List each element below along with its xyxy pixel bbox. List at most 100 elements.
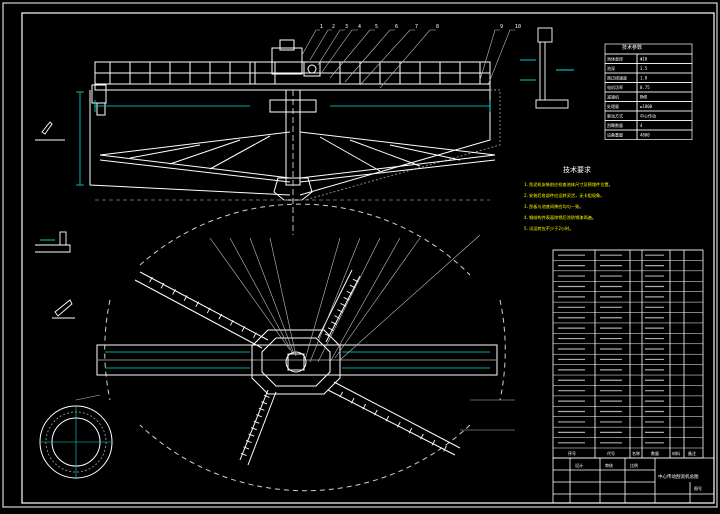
params-table-header <box>604 43 693 55</box>
technical-requirements: 技术要求 1.刮泥机安装前应检查池体尺寸及预埋件位置。 2.安装后各部件应运转灵… <box>524 165 613 232</box>
bridge-railing-posts <box>109 62 481 84</box>
tech-req-line-4: 4.钢结构件表面除锈后涂防锈漆两遍。 <box>524 214 596 221</box>
scraper-blade <box>408 427 413 434</box>
params-row-label: 池体直径 <box>607 56 623 62</box>
scraper-blade <box>183 295 188 301</box>
parts-list-rows <box>553 249 703 449</box>
scraper-blade <box>374 409 378 416</box>
title-block-designer: 设计 <box>575 462 583 468</box>
scraper-blade <box>195 301 199 308</box>
params-row-value: 4 <box>640 123 643 128</box>
params-row-value: 中心传动 <box>640 113 656 119</box>
tech-req-line-3: 3.刮板与池底间隙应均匀一致。 <box>524 203 583 210</box>
title-block-reviewer: 审核 <box>605 462 613 468</box>
scraper-blade <box>331 321 337 325</box>
scraper-blade <box>337 309 344 313</box>
inner-frame <box>21 12 715 504</box>
callout-numbers: 1 2 3 4 5 6 7 8 9 10 <box>320 24 521 30</box>
params-cell-value <box>636 120 693 131</box>
tech-req-title: 技术要求 <box>563 165 591 174</box>
scraper-blade <box>352 278 359 283</box>
parts-header-code: 代号 <box>607 450 615 456</box>
scraper-blade <box>324 333 331 338</box>
callout-9: 9 <box>500 24 503 30</box>
scraper-blade <box>340 303 347 307</box>
params-row-label: 刮臂数量 <box>607 122 623 128</box>
drive-unit <box>271 47 303 75</box>
scraper-arm-nw <box>134 271 269 349</box>
scraper-blade <box>339 391 343 398</box>
params-row-label: 设备重量 <box>607 132 623 138</box>
scraper-blade <box>349 284 356 289</box>
params-row-label: 驱动方式 <box>607 113 623 119</box>
outer-frame <box>2 2 718 508</box>
tech-req-line-1: 1.刮泥机安装前应检查池体尺寸及预埋件位置。 <box>524 181 613 188</box>
parts-header-material: 材料 <box>672 450 680 456</box>
params-table-title: 技术参数 <box>622 44 642 51</box>
plan-leaders <box>209 234 515 431</box>
scraper-blade <box>253 332 257 339</box>
params-row-label: 电机功率 <box>607 84 623 90</box>
wall-section-detail <box>520 27 574 109</box>
scraper-blade <box>218 313 223 320</box>
elevation-leaders <box>301 29 515 89</box>
params-row-value: BWD <box>640 95 648 100</box>
scraper-blade <box>172 289 176 295</box>
scraper-blade <box>334 315 340 319</box>
elevation-dimensions <box>76 91 491 201</box>
scraper-blade <box>250 427 257 431</box>
parts-header-no: 序号 <box>568 450 576 456</box>
params-row-value: 1.8 <box>640 76 648 81</box>
drawing-title: 中心传动刮泥机总图 <box>658 473 699 480</box>
callout-7: 7 <box>415 24 418 30</box>
scraper-blade <box>420 433 424 440</box>
callout-4: 4 <box>358 24 361 30</box>
scraper-arm-sw <box>239 389 277 466</box>
params-row-label: 周边线速度 <box>607 75 627 81</box>
scraper-blade <box>343 296 350 301</box>
scraper-blade <box>149 276 153 283</box>
params-row-value: ≥1800 <box>640 104 653 109</box>
scraper-blade <box>327 327 334 331</box>
plan-view <box>96 203 506 492</box>
scraper-blade <box>241 326 246 332</box>
scraper-blade <box>443 445 447 452</box>
title-block-drawing-no: 图号 <box>694 485 702 491</box>
callout-3: 3 <box>345 24 348 30</box>
scraper-blade <box>397 421 401 428</box>
params-row-label: 处理量 <box>607 103 619 109</box>
scraper-blade <box>431 439 436 446</box>
plan-dimensions <box>105 351 490 369</box>
scraper-blade <box>229 319 234 326</box>
scraper-blade <box>261 401 268 405</box>
callout-5: 5 <box>375 24 378 30</box>
params-row-label: 减速机 <box>607 94 619 100</box>
tech-req-line-5: 5.试运转应不少于2小时。 <box>524 225 573 232</box>
scraper-arms-elevation <box>99 131 496 183</box>
callout-10: 10 <box>515 24 521 30</box>
scraper-blade <box>248 433 255 437</box>
scraper-blades <box>149 276 447 456</box>
scraper-blade <box>362 403 367 410</box>
scraper-blade <box>346 290 353 295</box>
scraper-blade <box>243 446 250 450</box>
scraper-arm-se <box>327 381 461 456</box>
parts-header-name: 名称 <box>632 450 640 456</box>
scraper-blade <box>206 307 211 314</box>
parts-header-qty: 数量 <box>651 450 659 456</box>
params-row-value: Φ18 <box>640 57 648 62</box>
params-row-label: 池深 <box>607 65 615 71</box>
scraper-blade <box>385 415 390 422</box>
scraper-blade <box>256 414 262 418</box>
scraper-blade <box>240 452 247 456</box>
scraper-blade <box>350 397 355 404</box>
tank-outline-arc-bottom <box>139 424 471 492</box>
params-row-value: 0.75 <box>640 85 650 90</box>
elevation-view <box>89 39 501 235</box>
tank-outline-arc-top <box>139 203 471 276</box>
tech-req-line-2: 2.安装后各部件应运转灵活，无卡阻现象。 <box>524 192 604 199</box>
